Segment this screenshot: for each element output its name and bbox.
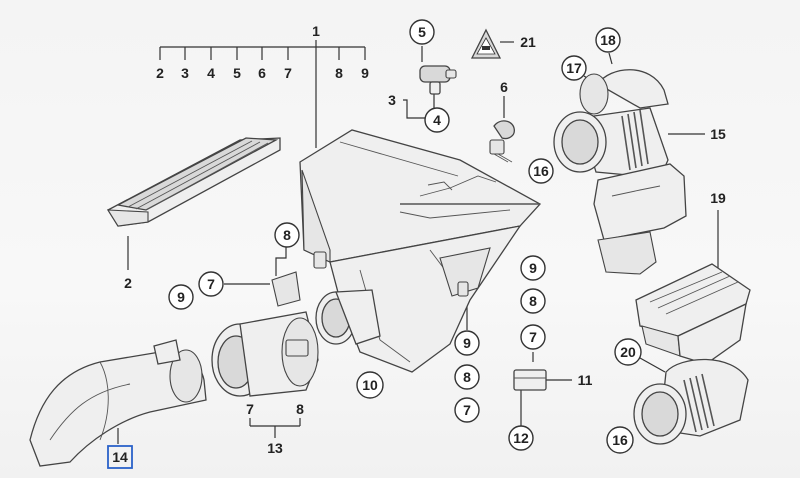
airflow-meter-drawing: [211, 271, 319, 397]
callout-16-right: 16: [533, 163, 549, 179]
housing-outlet-spigot-drawing: [315, 289, 381, 345]
callout-6-clip: 6: [500, 79, 508, 95]
clip-drawing: [489, 120, 515, 163]
callout-17: 17: [566, 60, 582, 76]
filter-element-drawing: [106, 137, 281, 227]
callout-21: 21: [520, 34, 536, 50]
grommet-clip-drawing: [513, 369, 547, 391]
callout-2-filter: 2: [124, 275, 132, 291]
callout-9-col-b-circle: [520, 255, 546, 281]
callout-14-highlight: [107, 445, 133, 469]
callout-7-col-a: 7: [463, 402, 471, 418]
callout-10: 10: [362, 377, 378, 393]
callout-3-top: 3: [181, 65, 189, 81]
warning-label-drawing: [470, 28, 502, 59]
callout-6-top: 6: [258, 65, 266, 81]
callout-5-top: 5: [233, 65, 241, 81]
callout-labels: 1 2 3 4 5 6 7 8 9 2 5 3 4 21 6 18 17 15 …: [107, 19, 726, 469]
callout-7-top: 7: [284, 65, 292, 81]
callout-7-col-b-circle: [520, 324, 546, 350]
callout-13: 13: [267, 440, 283, 456]
callout-8-col-b: 8: [529, 293, 537, 309]
callout-7-bottom: 7: [246, 401, 254, 417]
callout-12: 12: [513, 430, 529, 446]
callout-18-circle: [595, 27, 621, 53]
callout-16-right-circle: [528, 158, 554, 184]
callout-14: 14: [112, 449, 128, 465]
callout-7-mid-circle: [198, 271, 224, 297]
callout-4-circle: [424, 107, 450, 133]
callout-1: 1: [312, 23, 320, 39]
callout-12-circle: [508, 425, 534, 451]
callout-4-sensor: 4: [433, 112, 441, 128]
callout-16-bottom-circle: [606, 426, 634, 454]
callout-20: 20: [620, 344, 636, 360]
callout-8-col-b-circle: [520, 288, 546, 314]
callout-8-mid: 8: [283, 227, 291, 243]
resonator-upper-shell-drawing: [635, 263, 751, 365]
callout-8-col-a: 8: [463, 369, 471, 385]
callout-3-sensor: 3: [388, 92, 396, 108]
callout-18: 18: [600, 32, 616, 48]
callout-20-circle: [614, 338, 642, 366]
callout-8-bottom: 8: [296, 401, 304, 417]
resonator-duct-upper-drawing: [553, 69, 687, 275]
callout-2-top: 2: [156, 65, 164, 81]
callout-5-sensor: 5: [418, 24, 426, 40]
callout-8-mid-circle: [274, 222, 300, 248]
callout-16-bottom: 16: [612, 432, 628, 448]
callout-9-mid-circle: [168, 284, 194, 310]
callout-7-col-a-circle: [454, 397, 480, 423]
callout-4-top: 4: [207, 65, 215, 81]
callout-9-col-b: 9: [529, 260, 537, 276]
callout-19: 19: [710, 190, 726, 206]
callout-9-col-a: 9: [463, 335, 471, 351]
callout-8-top: 8: [335, 65, 343, 81]
callout-10-circle: [356, 371, 384, 399]
intake-duct-drawing: [29, 339, 207, 467]
callout-7-col-b: 7: [529, 329, 537, 345]
callout-9-col-a-circle: [454, 330, 480, 356]
callout-9-top: 9: [361, 65, 369, 81]
callout-7-mid: 7: [207, 276, 215, 292]
temperature-sensor-drawing: [419, 65, 457, 95]
callout-17-circle: [561, 55, 587, 81]
callout-15: 15: [710, 126, 726, 142]
callout-5-circle: [409, 19, 435, 45]
callout-11: 11: [578, 372, 593, 388]
callout-8-col-a-circle: [454, 364, 480, 390]
bellows-duct-lower-drawing: [633, 358, 749, 445]
callout-9-mid: 9: [177, 289, 185, 305]
